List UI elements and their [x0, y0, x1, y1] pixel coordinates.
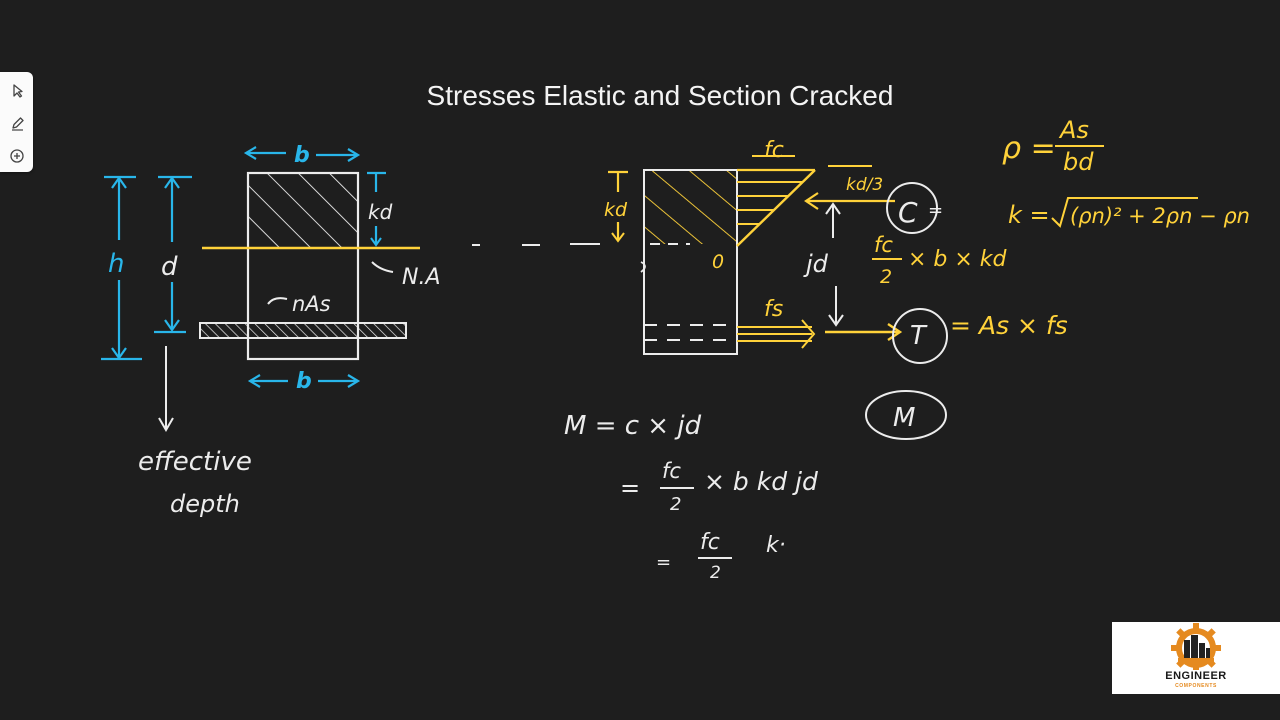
fc-label: fc	[764, 138, 784, 163]
formula-rho: ρ = As bd	[1002, 116, 1104, 176]
stress-diagram: kd 0 fc kd/3 C = fs	[604, 138, 948, 440]
compression-zone-yellow-hatch	[645, 171, 736, 244]
t-force-label: T	[910, 321, 928, 351]
formula-moment: M = c × jd = fc 2 × b kd jd = fc 2 k·	[564, 411, 818, 583]
fs-label: fs	[764, 297, 783, 322]
nas-label: nAs	[292, 292, 331, 316]
section-outline	[246, 171, 360, 361]
annotation-toolbar	[0, 72, 33, 172]
t-equation: = As × fs	[950, 311, 1068, 340]
c-frac-num: fc	[874, 233, 893, 257]
neutral-axis-extension	[472, 243, 690, 246]
formula-k: k = (ρn)² + 2ρn − ρn	[1008, 197, 1250, 229]
t-force-circle	[892, 308, 948, 364]
pen-icon	[12, 117, 24, 131]
plus-circle-icon	[10, 149, 24, 163]
rho-lhs: ρ =	[1002, 131, 1056, 166]
width-label-bottom: b	[296, 369, 312, 394]
na-pointer	[371, 261, 394, 273]
k-rhs: (ρn)² + 2ρn − ρn	[1070, 204, 1250, 228]
c-force-label: C	[898, 196, 918, 229]
effective-depth-label-line1: effective	[138, 447, 252, 477]
na-label: N.A	[402, 265, 441, 290]
moment-line-3-rest: k·	[766, 533, 786, 558]
moment-line-3-prefix: =	[656, 552, 671, 573]
logo-name: ENGINEER	[1165, 670, 1227, 682]
logo-subtitle: COMPONENTS	[1175, 683, 1217, 689]
gear-city-logo-icon	[1171, 623, 1221, 673]
add-tool-button[interactable]	[6, 145, 28, 167]
moment-line-2-den: 2	[670, 494, 681, 515]
height-label: h	[108, 249, 124, 279]
c-frac-den: 2	[880, 266, 892, 288]
slide-title: Stresses Elastic and Section Cracked	[426, 80, 894, 111]
kd-label: kd	[368, 200, 393, 224]
formula-t: = As × fs	[950, 311, 1068, 340]
moment-line-2-num: fc	[662, 459, 681, 483]
moment-label: M	[893, 403, 915, 433]
zero-stress-label: 0	[712, 251, 724, 273]
kd3-label: kd/3	[846, 175, 883, 195]
moment-line-3-den: 2	[710, 563, 721, 583]
stress-kd-label: kd	[604, 199, 628, 221]
depth-label: d	[161, 252, 178, 282]
moment-line-3-num: fc	[700, 530, 720, 555]
k-lhs: k =	[1008, 201, 1050, 229]
pen-tool-button[interactable]	[6, 112, 28, 134]
moment-line-2-rest: × b kd jd	[704, 467, 818, 496]
rho-denominator: bd	[1063, 148, 1094, 176]
effective-depth-note: effective depth	[138, 346, 252, 518]
nas-pointer	[267, 297, 288, 305]
transformed-steel-strip	[199, 322, 407, 339]
c-force-circle	[886, 182, 938, 234]
effective-depth-label-line2: depth	[170, 490, 240, 518]
compression-zone-hatch	[249, 174, 357, 248]
c-rest: × b × kd	[908, 247, 1008, 272]
svg-text:=: =	[928, 200, 943, 221]
section-dimensions: b b h d	[101, 143, 393, 394]
moment-line-2-prefix: =	[620, 474, 640, 502]
engineer-components-logo: ENGINEER COMPONENTS	[1112, 622, 1280, 694]
jd-label: jd	[803, 250, 829, 278]
moment-line-1: M = c × jd	[564, 411, 702, 441]
moment-ellipse	[865, 390, 947, 440]
beam-cross-section: N.A nAs	[199, 171, 441, 361]
width-label-top: b	[294, 143, 310, 168]
stress-section-outline	[643, 169, 738, 355]
cursor-arrow-icon	[13, 84, 23, 98]
formula-c: fc 2 × b × kd	[872, 233, 1008, 288]
rho-numerator: As	[1058, 116, 1089, 144]
select-tool-button[interactable]	[6, 79, 28, 101]
